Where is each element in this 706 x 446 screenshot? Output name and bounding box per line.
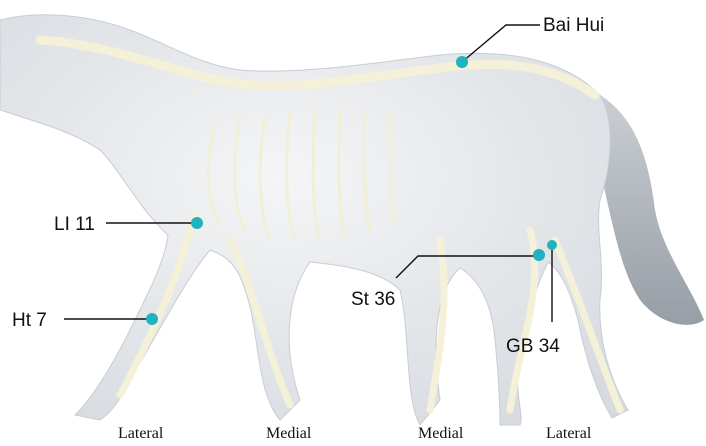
li-11-point <box>191 217 203 229</box>
bai-hui-label: Bai Hui <box>543 15 604 36</box>
st-36-label: St 36 <box>351 289 395 310</box>
horse-tail <box>600 95 704 325</box>
horse-illustration <box>0 15 704 425</box>
gb-34-label: GB 34 <box>506 336 560 357</box>
ht-7-point <box>146 313 158 325</box>
leg-label-4: Lateral <box>546 425 592 442</box>
leg-labels: Lateral Medial Medial Lateral <box>118 425 592 442</box>
li-11-label: LI 11 <box>54 214 95 235</box>
bai-hui-point <box>456 56 468 68</box>
leg-label-3: Medial <box>418 425 464 442</box>
gb-34-point <box>547 240 557 250</box>
ht-7-label: Ht 7 <box>12 310 47 331</box>
st-36-point <box>533 249 545 261</box>
leg-label-1: Lateral <box>118 425 164 442</box>
leg-label-2: Medial <box>266 425 312 442</box>
